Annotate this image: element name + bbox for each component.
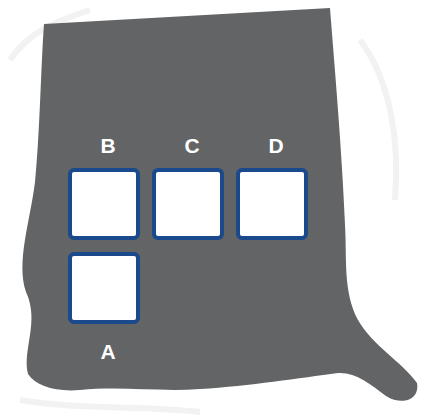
region-box: C [152, 168, 224, 240]
region-box: B [68, 168, 140, 240]
region-box: A [68, 252, 140, 324]
region-letter: A [52, 340, 164, 364]
region-letter: D [220, 134, 332, 158]
region-letter: B [52, 134, 164, 158]
cut-silhouette [22, 8, 417, 401]
region-box: D [236, 168, 308, 240]
region-letter: C [136, 134, 248, 158]
